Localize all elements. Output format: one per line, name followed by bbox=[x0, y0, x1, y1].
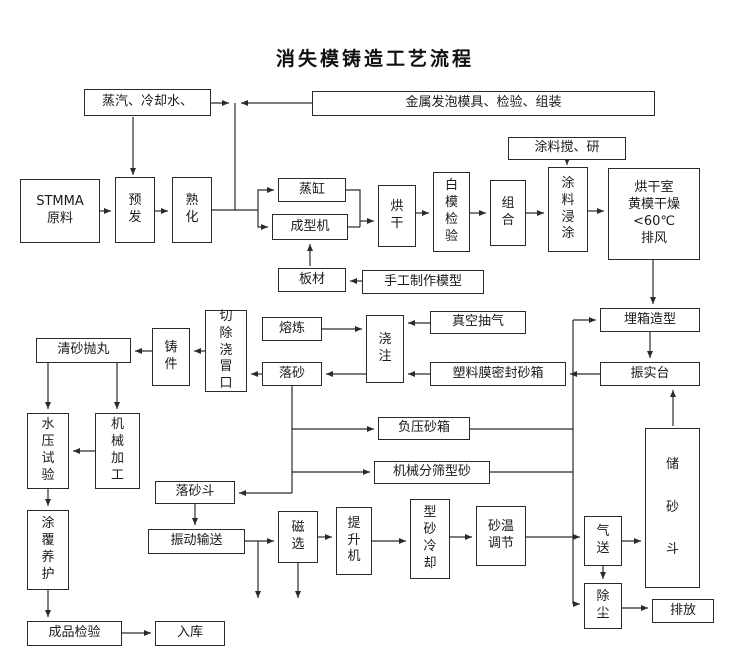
node-label: 涂覆养护 bbox=[41, 516, 55, 582]
node-sand-cooling: 型砂冷却 bbox=[410, 499, 450, 579]
node-warehouse: 入库 bbox=[155, 621, 225, 646]
node-label: 提升机 bbox=[347, 515, 361, 565]
node-label: 储砂斗 bbox=[665, 456, 679, 558]
node-label: 机械分筛型砂 bbox=[392, 464, 471, 480]
node-flask-molding: 埋箱造型 bbox=[600, 308, 700, 332]
node-sand-temp-control: 砂温 调节 bbox=[476, 506, 526, 566]
node-shakeout-hopper: 落砂斗 bbox=[155, 481, 235, 504]
node-label: 烘干 bbox=[390, 199, 404, 231]
node-label: 成品检验 bbox=[48, 625, 101, 641]
node-label: 清砂抛丸 bbox=[57, 342, 110, 358]
node-label: 涂料浸涂 bbox=[561, 175, 575, 242]
node-label: 切除浇冒口 bbox=[219, 308, 233, 392]
node-molding-machine: 成型机 bbox=[272, 214, 348, 240]
node-label: 磁选 bbox=[291, 520, 305, 552]
node-label: 砂温 调节 bbox=[487, 519, 514, 551]
node-vacuum-flask: 负压砂箱 bbox=[378, 417, 470, 440]
node-label: 负压砂箱 bbox=[397, 420, 450, 436]
node-pneumatic-transport: 气送 bbox=[584, 516, 622, 566]
node-pouring: 浇注 bbox=[366, 315, 404, 383]
node-shakeout: 落砂 bbox=[262, 362, 322, 386]
node-label: 熟化 bbox=[185, 193, 199, 225]
node-label: 蒸缸 bbox=[298, 181, 325, 197]
node-assembly: 组合 bbox=[490, 180, 526, 246]
node-magnetic-separation: 磁选 bbox=[278, 511, 318, 563]
node-label: 浇注 bbox=[378, 332, 392, 364]
node-label: 塑料膜密封砂箱 bbox=[452, 365, 544, 381]
node-coating-mix: 涂料搅、研 bbox=[508, 137, 626, 160]
node-label: 型砂冷却 bbox=[423, 505, 437, 571]
node-label: 预发 bbox=[128, 193, 142, 225]
node-label: 涂料搅、研 bbox=[534, 140, 600, 156]
node-melting: 熔炼 bbox=[262, 317, 322, 341]
node-drying-room: 烘干室 黄模干燥 <60℃ 排风 bbox=[608, 168, 700, 260]
node-drying: 烘干 bbox=[378, 185, 416, 247]
node-label: 除尘 bbox=[596, 589, 610, 621]
node-label: 成型机 bbox=[290, 218, 330, 234]
node-board: 板材 bbox=[278, 268, 346, 292]
node-label: 真空抽气 bbox=[451, 314, 504, 330]
node-cut-gate-riser: 切除浇冒口 bbox=[205, 308, 247, 392]
node-plastic-film-seal: 塑料膜密封砂箱 bbox=[430, 362, 566, 386]
node-stmma-raw: STMMA 原料 bbox=[20, 179, 100, 243]
node-casting: 铸件 bbox=[152, 328, 190, 386]
node-vacuum-pumping: 真空抽气 bbox=[430, 311, 526, 334]
node-label: 蒸汽、冷却水、 bbox=[101, 94, 193, 110]
diagram-title: 消失模铸造工艺流程 bbox=[275, 48, 474, 70]
node-label: 组合 bbox=[501, 196, 515, 228]
node-sand-storage-hopper: 储砂斗 bbox=[645, 428, 700, 588]
node-handmade-model: 手工制作模型 bbox=[362, 270, 484, 294]
node-label: 振动输送 bbox=[170, 533, 223, 549]
node-label: 水压试验 bbox=[41, 417, 55, 483]
node-label: 金属发泡模具、检验、组装 bbox=[405, 95, 562, 111]
node-white-mold-inspection: 白模检验 bbox=[433, 172, 470, 252]
node-label: 入库 bbox=[176, 625, 203, 641]
node-label: 铸件 bbox=[164, 340, 178, 372]
node-label: 振实台 bbox=[630, 365, 670, 381]
node-label: 排放 bbox=[669, 602, 696, 618]
node-label: 熔炼 bbox=[278, 320, 305, 336]
node-label: STMMA 原料 bbox=[36, 194, 84, 226]
node-sand-sieving: 机械分筛型砂 bbox=[374, 461, 490, 484]
node-pre-expansion: 预发 bbox=[115, 177, 155, 243]
node-label: 落砂 bbox=[278, 365, 305, 381]
node-machining: 机械加工 bbox=[95, 413, 140, 489]
node-discharge: 排放 bbox=[652, 599, 714, 623]
node-label: 烘干室 黄模干燥 <60℃ 排风 bbox=[627, 180, 680, 246]
node-label: 埋箱造型 bbox=[623, 311, 676, 327]
node-label: 机械加工 bbox=[110, 417, 124, 483]
node-steam-cooling-water: 蒸汽、冷却水、 bbox=[84, 89, 211, 116]
node-steam-cylinder: 蒸缸 bbox=[278, 178, 346, 202]
node-label: 白模检验 bbox=[444, 178, 458, 244]
node-label: 手工制作模型 bbox=[383, 273, 462, 289]
node-label: 气送 bbox=[596, 524, 610, 556]
node-dust-removal: 除尘 bbox=[584, 583, 622, 629]
node-elevator: 提升机 bbox=[336, 507, 372, 575]
node-vibrating-conveyor: 振动输送 bbox=[148, 529, 245, 554]
node-final-inspection: 成品检验 bbox=[27, 621, 122, 646]
node-vibration-table: 振实台 bbox=[600, 362, 700, 386]
node-curing: 熟化 bbox=[172, 177, 212, 243]
node-shot-blasting: 清砂抛丸 bbox=[36, 338, 131, 363]
node-metal-foam-mold: 金属发泡模具、检验、组装 bbox=[312, 91, 655, 116]
node-hydro-test: 水压试验 bbox=[27, 413, 69, 489]
node-coating-cure: 涂覆养护 bbox=[27, 510, 69, 590]
node-label: 板材 bbox=[298, 271, 325, 287]
node-label: 落砂斗 bbox=[175, 484, 215, 500]
node-coating-dip: 涂料浸涂 bbox=[548, 167, 588, 252]
